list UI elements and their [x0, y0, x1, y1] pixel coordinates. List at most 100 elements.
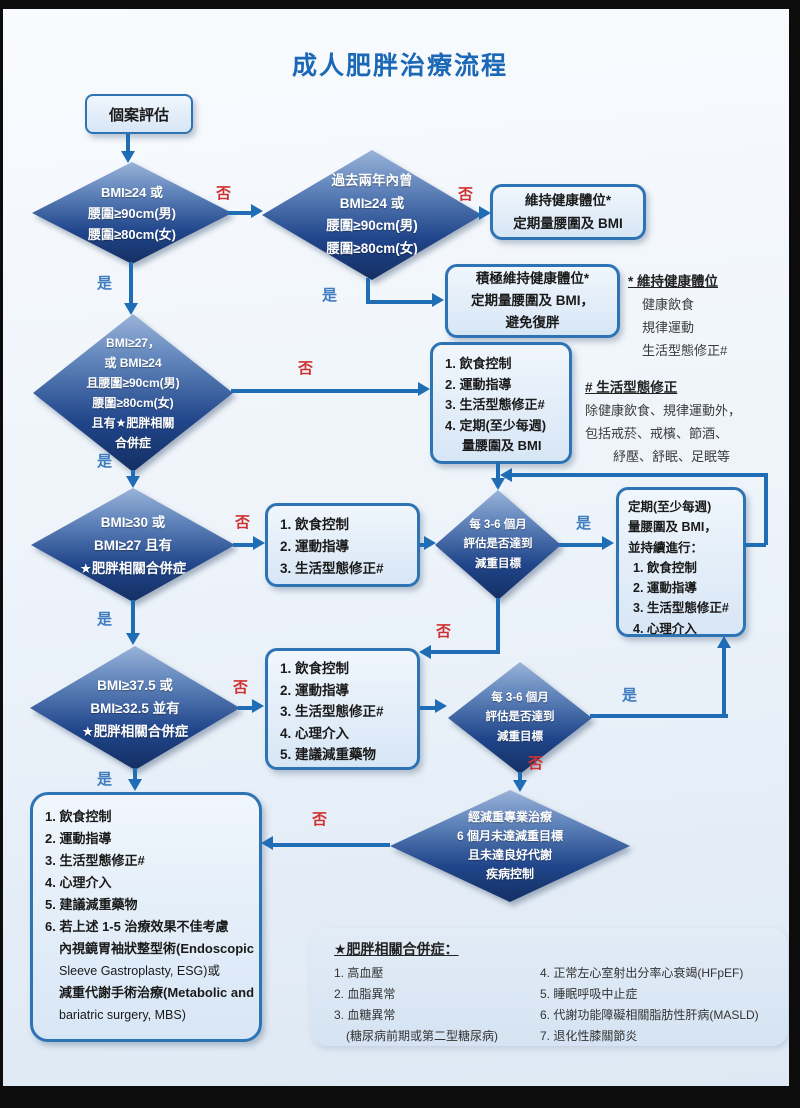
box-plan-diet-exercise-weekly-line: 3. 生活型態修正# [445, 397, 545, 412]
box-plan-with-medication-line: 2. 運動指導 [280, 682, 350, 698]
box-final-treatment-line: 4. 心理介入 [45, 875, 112, 890]
connector-d5-continue [559, 543, 604, 547]
connector-d6-final [133, 768, 137, 782]
comorbidity-col2-line: 7. 退化性膝關節炎 [540, 1029, 638, 1043]
label-yes-d7: 是 [622, 687, 638, 704]
comorbidity-col1-line: (糖尿病前期或第二型糖尿病) [346, 1029, 498, 1043]
arrowhead-d4-plan3 [253, 536, 265, 550]
box-continue-weekly-line: 並持續進行： [628, 540, 704, 555]
arrowhead-d2-maintain [479, 206, 491, 220]
decision-post-treatment-shape-line: 經減重專業治療 [467, 810, 552, 824]
label-no-d1: 否 [216, 185, 232, 202]
decision-bmi30-shape-line: BMI≥27 且有 [94, 537, 172, 553]
connector-d6-plan5 [238, 706, 254, 710]
label-no-d5: 否 [436, 623, 452, 640]
box-final-treatment-line: 內視鏡胃袖狀整型術(Endoscopic [59, 941, 255, 956]
decision-bmi24: BMI≥24 或腰圍≥90cm(男)腰圍≥80cm(女) [32, 162, 232, 264]
arrowhead-d2-active [432, 293, 444, 307]
box-final-treatment-line: 3. 生活型態修正# [45, 853, 145, 868]
note-maintain-title: * 維持健康體位 [628, 274, 719, 289]
decision-eval-3-6mo-2-shape-line: 減重目標 [497, 730, 543, 743]
arrowhead-d1-d2 [251, 204, 263, 218]
decision-eval-3-6mo-1-shape: 每 3-6 個月評估是否達到減重目標 [435, 490, 561, 600]
label-yes-d5: 是 [576, 515, 592, 532]
box-plan-with-medication-line: 3. 生活型態修正# [280, 704, 384, 719]
box-continue-weekly-line: 3. 生活型態修正# [633, 601, 729, 616]
box-active-maintain: 積極維持健康體位*定期量腰圍及 BMI，避免復胖 [445, 264, 620, 338]
comorbidity-col2-line: 4. 正常左心室射出分率心衰竭(HFpEF) [540, 966, 744, 980]
connector-plan5-d7 [420, 706, 437, 710]
arrowhead-d6-plan5 [252, 699, 264, 713]
note-maintain-lines: 健康飲食規律運動生活型態修正# [628, 293, 793, 362]
connector-feedback-box [744, 543, 766, 547]
box-final-treatment-line: Sleeve Gastroplasty, ESG)或 [59, 964, 220, 978]
arrowhead-d3-d4 [126, 476, 140, 488]
decision-bmi24-shape-line: 腰圍≥80cm(女) [87, 226, 177, 242]
box-plan-with-medication-line: 4. 心理介入 [280, 725, 350, 741]
decision-post-treatment-shape-line: 6 個月未達減重目標 [456, 829, 563, 843]
arrowhead-case-d1 [121, 151, 135, 163]
connector-d7-continue-h [590, 714, 728, 718]
decision-eval-3-6mo-1-shape-line: 減重目標 [475, 557, 521, 570]
connector-d3-plan4 [231, 389, 419, 393]
note-maintain-health: * 維持健康體位 健康飲食規律運動生活型態修正# [628, 270, 793, 362]
arrowhead-plan3-d5 [424, 536, 436, 550]
box-continue-weekly-line: 4. 心理介入 [633, 621, 697, 636]
decision-history-2yr-shape-line: 腰圍≥90cm(男) [326, 218, 418, 233]
comorbidity-col1-line: 3. 血糖異常 [334, 1008, 396, 1022]
frame-top [0, 0, 800, 9]
box-plan-diet-exercise-weekly-line: 4. 定期(至少每週) [445, 417, 547, 433]
box-plan-basic-3-line: 3. 生活型態修正# [280, 561, 384, 576]
note-maintain-lines-line: 生活型態修正# [642, 343, 728, 358]
connector-case-d1 [126, 134, 130, 154]
decision-eval-3-6mo-2-shape-line: 每 3-6 個月 [491, 691, 549, 704]
box-continue-weekly-line: 量腰圍及 BMI， [628, 520, 717, 535]
box-case-evaluation: 個案評估 [85, 94, 193, 134]
decision-post-treatment-shape-line: 且未達良好代謝 [467, 848, 552, 862]
box-continue-weekly-line: 定期(至少每週) [628, 500, 712, 514]
decision-bmi27-shape-line: BMI≥27， [106, 336, 160, 350]
connector-d8-final [272, 843, 390, 847]
decision-bmi24-shape-line: 腰圍≥90cm(男) [87, 205, 177, 221]
arrowhead-d8-final [261, 836, 273, 850]
box-maintain-health-line: 維持健康體位* [524, 193, 612, 208]
box-continue-weekly-line: 2. 運動指導 [633, 581, 697, 596]
connector-d4-plan3 [233, 543, 255, 547]
note-lifestyle-lines-line: 除健康飲食、規律運動外， [585, 403, 742, 418]
frame-right [789, 0, 800, 1108]
box-final-treatment-line: 6. 若上述 1-5 治療效果不佳考慮 [45, 919, 229, 934]
note-maintain-lines-line: 規律運動 [642, 320, 695, 335]
connector-plan3-d5 [420, 543, 426, 547]
note-lifestyle: # 生活型態修正 除健康飲食、規律運動外，包括戒菸、戒檳、節酒、紓壓、舒眠、足眠… [585, 376, 790, 468]
note-maintain-lines-line: 健康飲食 [642, 297, 695, 312]
connector-d3-d4 [131, 470, 135, 478]
decision-eval-3-6mo-1-shape-line: 評估是否達到 [463, 538, 533, 551]
box-final-treatment-line: 5. 建議減重藥物 [45, 897, 138, 912]
decision-bmi37-shape-line: ★肥胖相關合併症 [81, 723, 189, 739]
label-yes-d3: 是 [97, 453, 113, 470]
frame-left [0, 0, 3, 1108]
label-no-d3: 否 [298, 360, 314, 377]
arrowhead-feedback-left [500, 468, 512, 482]
box-plan-diet-exercise-weekly-line: 2. 運動指導 [445, 376, 512, 392]
comorbidity-col1-line: 1. 高血壓 [334, 966, 384, 980]
decision-history-2yr-shape-line: 過去兩年內曾 [331, 173, 413, 188]
arrowhead-plan5-d7 [435, 699, 447, 713]
arrowhead-d1-d3 [124, 303, 138, 315]
decision-history-2yr-shape-line: 腰圍≥80cm(女) [326, 240, 418, 256]
arrowhead-d4-d6 [126, 633, 140, 645]
note-lifestyle-lines-line: 包括戒菸、戒檳、節酒、 [585, 426, 729, 441]
arrowhead-d5-continue [602, 536, 614, 550]
